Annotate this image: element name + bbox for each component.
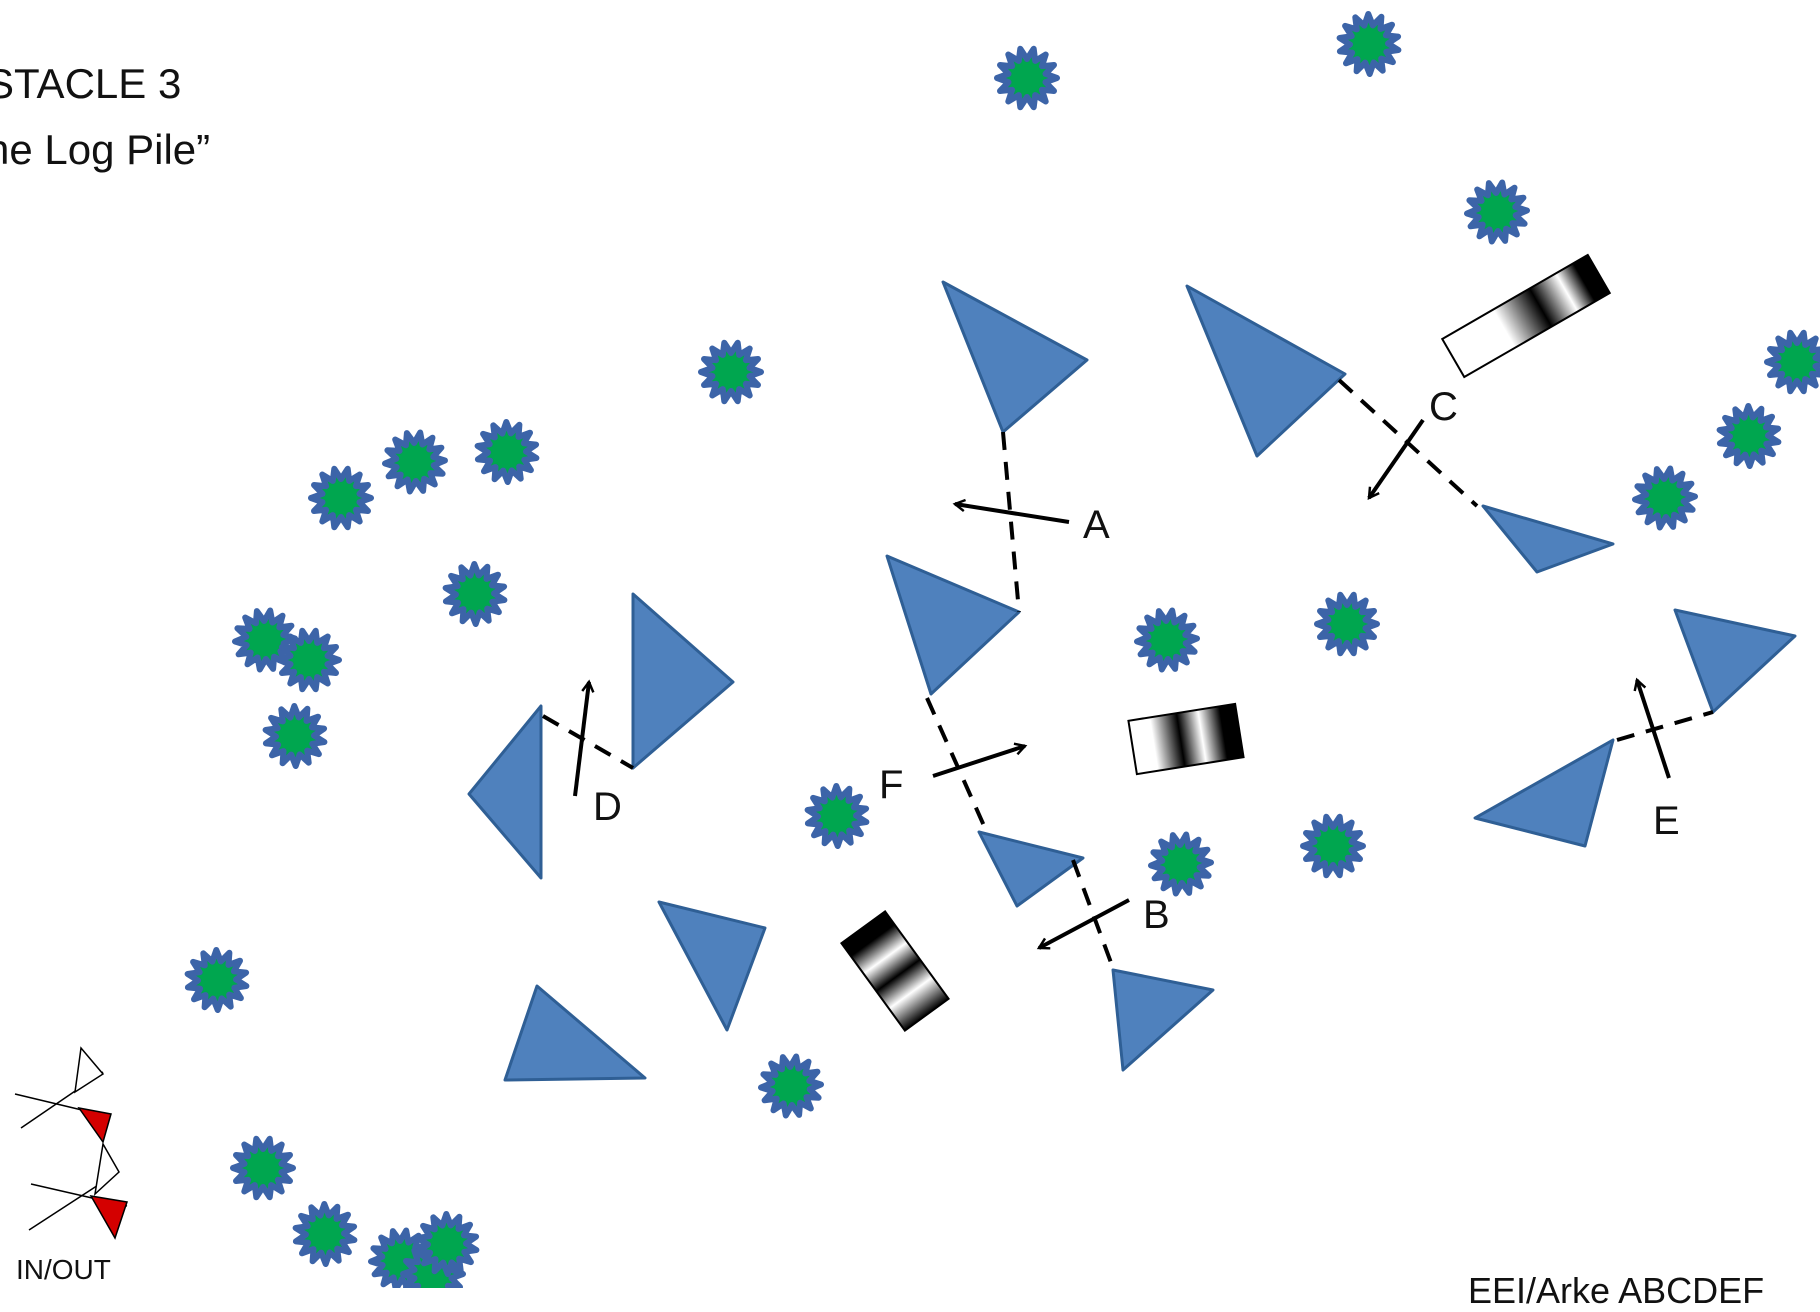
buoy-triangle <box>977 830 1085 908</box>
tree-icon <box>184 947 250 1013</box>
tree-icon <box>230 1135 296 1201</box>
buoy-triangle <box>1473 738 1615 848</box>
gate-line-d <box>541 714 635 770</box>
in-out-label: IN/OUT <box>16 1254 111 1285</box>
gate-label-d: D <box>593 785 622 829</box>
gate-arrow-c <box>1367 418 1425 501</box>
trees-layer <box>184 11 1820 1288</box>
buoy-triangle <box>467 704 543 880</box>
log-icon <box>1127 702 1245 776</box>
gate-arrow-f <box>932 742 1028 778</box>
gate-line-b <box>1071 859 1115 969</box>
buoy-triangle <box>1673 608 1797 714</box>
gate-label-e: E <box>1653 799 1680 843</box>
gate-arrow-b <box>1036 898 1130 950</box>
log-icon <box>840 910 950 1032</box>
gate-arrow-d <box>573 679 595 797</box>
logs-layer <box>840 253 1612 1032</box>
tree-icon <box>292 1201 358 1267</box>
buoy-triangle <box>941 280 1089 434</box>
tree-icon <box>804 783 870 849</box>
in-out-flag-icon <box>14 1046 128 1240</box>
gate-label-f: F <box>879 763 903 807</box>
tree-icon <box>414 1211 480 1277</box>
tree-icon <box>758 1053 824 1119</box>
buoy-triangle <box>503 984 647 1082</box>
gate-label-c: C <box>1429 385 1458 429</box>
buoy-triangle <box>1185 284 1347 458</box>
gate-labels: A B C D E F <box>593 385 1680 937</box>
tree-icon <box>382 429 448 495</box>
gate-arrow-e <box>1633 677 1671 779</box>
gate-line-f <box>925 697 987 829</box>
tree-icon <box>474 419 540 485</box>
gates-layer <box>541 378 1714 969</box>
tree-icon <box>1336 11 1402 77</box>
footer-credit: EEI/Arke ABCDEF <box>1468 1270 1765 1311</box>
tree-icon <box>1464 179 1530 245</box>
buoy-triangle <box>1481 504 1615 574</box>
tree-icon <box>1134 607 1200 673</box>
title-line-2: he Log Pile” <box>0 126 211 173</box>
gate-line-e <box>1616 710 1714 742</box>
tree-icon <box>1314 591 1380 657</box>
tree-icon <box>994 45 1060 111</box>
gate-line-a <box>1001 431 1021 613</box>
tree-icon <box>232 607 298 673</box>
gate-label-a: A <box>1083 503 1110 547</box>
tree-icon <box>308 465 374 531</box>
tree-icon <box>1148 831 1214 897</box>
title-line-1: STACLE 3 <box>0 60 182 107</box>
tree-icon <box>262 703 328 769</box>
tree-icon <box>1716 403 1782 469</box>
log-icon <box>1440 253 1612 379</box>
gate-arrow-a <box>952 498 1070 524</box>
tree-icon <box>1300 813 1366 879</box>
buoy-triangle <box>631 592 735 770</box>
tree-icon <box>442 561 508 627</box>
tree-icon <box>276 627 342 693</box>
buoy-triangle <box>1111 968 1215 1072</box>
gate-label-b: B <box>1143 893 1170 937</box>
tree-icon <box>698 339 764 405</box>
tree-icon <box>1764 329 1820 395</box>
buoys-layer <box>467 280 1797 1082</box>
tree-icon <box>1632 465 1698 531</box>
buoy-triangle <box>657 900 767 1032</box>
buoy-triangle <box>885 554 1021 696</box>
